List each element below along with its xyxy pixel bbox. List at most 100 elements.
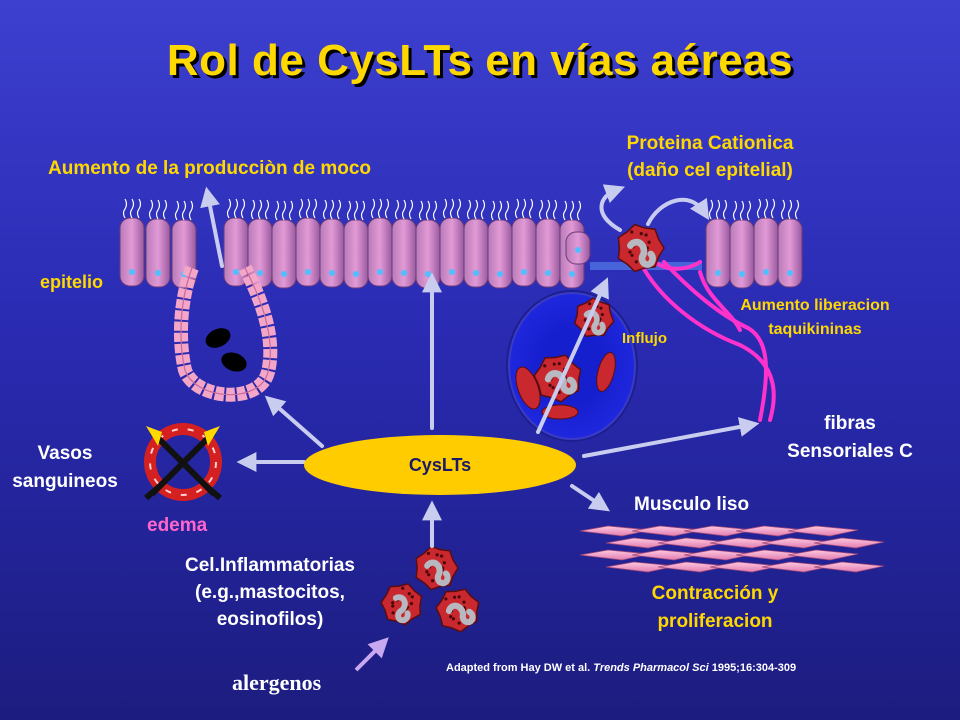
cilium [322, 199, 328, 220]
cilium [122, 198, 128, 219]
cilium [162, 199, 168, 220]
cilium [473, 199, 479, 220]
cilium [490, 200, 496, 221]
cilium [569, 200, 575, 221]
arrow-cationic-protein-right [646, 197, 710, 226]
mucus-label: Aumento de la producciòn de moco [48, 158, 372, 179]
cilium [514, 198, 520, 219]
cilium [746, 200, 752, 221]
allergens-label: alergenos [232, 670, 322, 695]
blood-vessels-line2: sanguineos [12, 471, 118, 492]
cilium [418, 200, 424, 221]
smooth-muscle [579, 525, 885, 573]
cilium [188, 200, 194, 221]
cilium [394, 199, 400, 220]
red-blood-cell [596, 352, 616, 392]
tachykinins-line1: Aumento liberacion [740, 297, 890, 314]
epithelial-cell [511, 198, 537, 287]
cilium [425, 200, 431, 221]
epithelial-cell [729, 200, 755, 289]
cilium [449, 198, 455, 219]
cilium [384, 198, 390, 219]
blood-vessel-icon [144, 423, 222, 501]
epithelial-cell [439, 198, 465, 287]
cilium [136, 198, 142, 219]
cilium [562, 200, 568, 221]
cilium [763, 198, 769, 219]
cilium [552, 199, 558, 220]
epithelial-cell [753, 198, 779, 287]
cilium [233, 198, 239, 219]
cilium [174, 200, 180, 221]
inflammatory-cells-line2: (e.g.,mastocitos, [195, 582, 345, 603]
eosinophil-epithelial [617, 223, 665, 273]
epithelial-cell [535, 199, 561, 288]
cilium [148, 199, 154, 220]
cilium [181, 200, 187, 221]
cilium [360, 200, 366, 221]
inflammatory-cell [380, 583, 423, 626]
epithelial-cell [463, 199, 489, 288]
arrow-to-muscle [570, 484, 610, 512]
cilium [442, 198, 448, 219]
cilium [336, 199, 342, 220]
cyslts-label: CysLTs [408, 455, 472, 475]
mucus-gland [173, 264, 278, 402]
sensory-fibers-line1: fibras [824, 413, 876, 434]
citation-prefix: Adapted from Hay DW et al. [446, 662, 594, 674]
muscle-fiber [787, 525, 859, 537]
arrow-to-fibers [582, 417, 760, 458]
eosinophil-cell [573, 297, 615, 338]
cilium [264, 199, 270, 220]
epithelial-cell [777, 199, 803, 288]
cilium [240, 198, 246, 219]
tachykinins-label: Aumento liberacion taquikininas [700, 294, 930, 342]
cilium [274, 200, 280, 221]
cilium [298, 198, 304, 219]
arrow-allergens [354, 637, 389, 672]
epithelial-cell [391, 199, 417, 288]
inflammatory-cells-label: Cel.Inflammatorias (e.g.,mastocitos, eos… [150, 552, 390, 633]
cationic-protein-label: Proteina Cationica (daño cel epitelial) [590, 130, 830, 184]
epithelium-layer [119, 198, 803, 289]
cilium [377, 198, 383, 219]
cationic-protein-line1: Proteina Cationica [626, 133, 794, 154]
epithelial-cell [119, 198, 145, 287]
inflammatory-cells-line3: eosinofilos) [216, 609, 324, 630]
cilium [346, 200, 352, 221]
cilium [466, 199, 472, 220]
cilium [329, 199, 335, 220]
contraction-line2: proliferacion [657, 611, 773, 632]
cilium [257, 199, 263, 220]
tachykinins-line2: taquikininas [768, 321, 862, 338]
blood-vessels-line1: Vasos [37, 443, 93, 464]
arrow-to-mucus [200, 186, 224, 268]
muscle-fiber [813, 537, 885, 549]
cilium [456, 198, 462, 219]
cilium [432, 200, 438, 221]
inflammatory-cell [435, 588, 480, 633]
sensory-fibers-line2: Sensoriales C [787, 441, 913, 462]
cationic-protein-line2: (daño cel epitelial) [627, 160, 793, 181]
red-blood-cell [541, 404, 579, 420]
citation-journal: Trends Pharmacol Sci [593, 662, 709, 674]
epithelial-cell [367, 198, 393, 287]
cilium [155, 199, 161, 220]
inflammatory-cells-line1: Cel.Inflammatorias [185, 555, 355, 576]
epithelial-cell [415, 200, 441, 289]
cilium [787, 199, 793, 220]
cilium [770, 198, 776, 219]
arrow-cationic-protein-left [599, 184, 625, 232]
epithelial-cell [223, 198, 249, 287]
cilium [226, 198, 232, 219]
cilium [129, 198, 135, 219]
cilium [715, 199, 721, 220]
cilium [250, 199, 256, 220]
cilium [538, 199, 544, 220]
cilium [370, 198, 376, 219]
contraction-line1: Contracción y [651, 583, 779, 604]
arrow-to-gland [264, 395, 324, 448]
epithelial-cell [487, 200, 513, 289]
inflammatory-cells [380, 545, 480, 633]
